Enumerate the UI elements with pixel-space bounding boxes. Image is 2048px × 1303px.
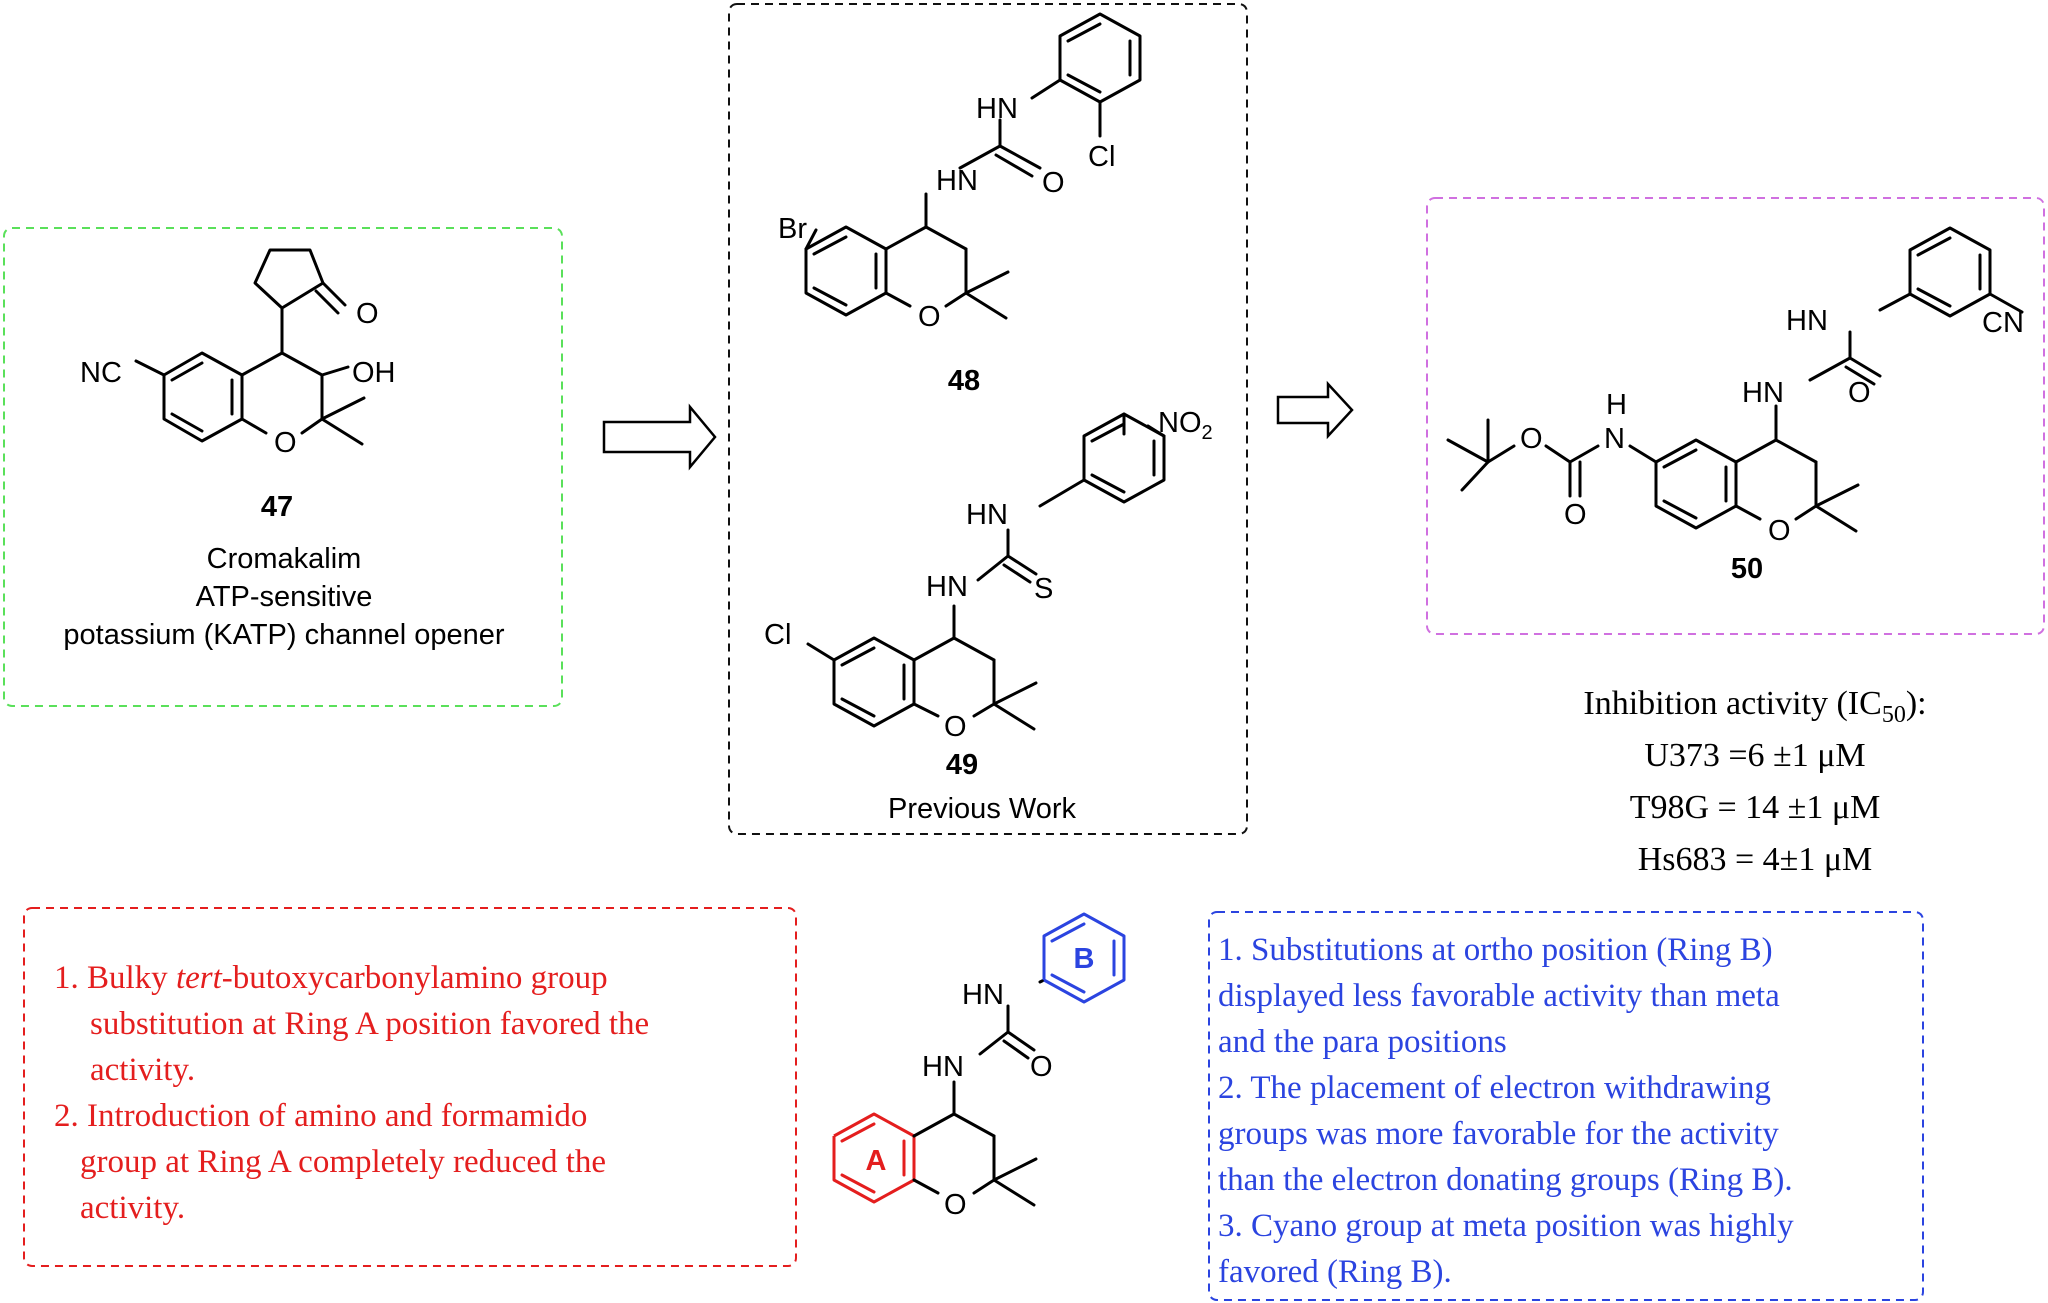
- ring-b-label: B: [1074, 943, 1095, 975]
- atom-cn-50: CN: [1982, 307, 2024, 339]
- blue-note-line4: 2. The placement of electron withdrawing: [1218, 1070, 1771, 1106]
- atom-nc-47: NC: [80, 357, 122, 389]
- ring-b: [1042, 912, 1126, 1004]
- blue-note-line3: and the para positions: [1218, 1024, 1507, 1060]
- atom-h-50: H: [1606, 389, 1627, 421]
- atom-hn-bottom-50: HN: [1742, 377, 1784, 409]
- atom-o-ring-scaffold: O: [944, 1189, 967, 1221]
- compound-47-desc-line1: ATP-sensitive: [196, 581, 373, 613]
- inhibition-u373: U373 =6 ±1 μM: [1644, 737, 1865, 774]
- atom-s-49: S: [1034, 573, 1053, 605]
- red-dashed-box: [23, 907, 797, 1267]
- green-dashed-box: [3, 227, 563, 707]
- atom-o-carbonyl-50: O: [1564, 499, 1587, 531]
- blue-note-line6: than the electron donating groups (Ring …: [1218, 1162, 1793, 1198]
- atom-o-urea-50: O: [1848, 377, 1871, 409]
- red-note-2-line1: 2. Introduction of amino and formamido: [54, 1098, 587, 1134]
- compound-47-desc-line2: potassium (KATP) channel opener: [63, 619, 504, 651]
- red-note-1-line1: 1. Bulky tert-butoxycarbonylamino group: [54, 960, 608, 996]
- atom-o-ring-50: O: [1768, 515, 1791, 547]
- blue-notes: 1. Substitutions at ortho position (Ring…: [1218, 932, 1794, 1290]
- atom-cl-49: Cl: [764, 619, 791, 651]
- atom-br-48: Br: [778, 213, 807, 245]
- atom-cl-48: Cl: [1088, 141, 1115, 173]
- ring-a-label: A: [866, 1145, 887, 1177]
- atom-oh-47: OH: [352, 357, 396, 389]
- atom-hn-top-50: HN: [1786, 305, 1828, 337]
- sar-scaffold-structure: [832, 912, 1126, 1207]
- atom-hn-top-49: HN: [966, 499, 1008, 531]
- compound-48-structure: [804, 12, 1142, 320]
- compound-47-name: Cromakalim: [207, 543, 362, 575]
- blue-note-line2: displayed less favorable activity than m…: [1218, 978, 1780, 1014]
- atom-hn-bottom-49: HN: [926, 571, 968, 603]
- red-notes: 1. Bulky tert-butoxycarbonylamino group …: [54, 960, 649, 1226]
- atom-hn-bottom-scaffold: HN: [922, 1051, 964, 1083]
- atom-o-ring-48: O: [918, 301, 941, 333]
- red-note-1-italic: tert: [176, 960, 223, 996]
- inhibition-title: Inhibition activity (IC50):: [1583, 685, 1926, 728]
- atom-o-ketone-47: O: [356, 298, 379, 330]
- inhibition-title-suffix: ):: [1906, 685, 1927, 722]
- compound-50-number: 50: [1731, 553, 1763, 585]
- compound-47-structure: [134, 248, 366, 446]
- atom-o-ester-50: O: [1520, 423, 1543, 455]
- atom-no2-subscript: 2: [1202, 422, 1213, 444]
- red-note-2-line3: activity.: [80, 1190, 185, 1226]
- atom-hn-top-scaffold: HN: [962, 979, 1004, 1011]
- arrow-right-1: [602, 403, 717, 471]
- atom-hn-bottom-48: HN: [936, 165, 978, 197]
- arrow-right-2: [1276, 380, 1354, 440]
- compound-48-number: 48: [948, 365, 980, 397]
- atom-o-ring-49: O: [944, 711, 967, 743]
- blue-note-line1: 1. Substitutions at ortho position (Ring…: [1218, 932, 1773, 968]
- compound-50-structure: [1446, 226, 2024, 533]
- compound-49-structure: [806, 412, 1166, 731]
- red-note-1-prefix: 1. Bulky: [54, 960, 176, 996]
- blue-dashed-box: [1208, 911, 1924, 1301]
- red-note-1-line2: substitution at Ring A position favored …: [90, 1006, 649, 1042]
- atom-o-carbonyl-48: O: [1042, 167, 1065, 199]
- atom-no2-main: NO: [1158, 407, 1202, 439]
- inhibition-t98g: T98G = 14 ±1 μM: [1630, 789, 1881, 826]
- atom-o-urea-scaffold: O: [1030, 1051, 1053, 1083]
- atom-hn-top-48: HN: [976, 93, 1018, 125]
- magenta-dashed-box: [1426, 197, 2045, 635]
- blue-note-line8: favored (Ring B).: [1218, 1254, 1452, 1290]
- compound-49-number: 49: [946, 749, 978, 781]
- atom-o-ring-47: O: [274, 427, 297, 459]
- inhibition-title-prefix: Inhibition activity (IC: [1583, 685, 1881, 722]
- blue-note-line7: 3. Cyano group at meta position was high…: [1218, 1208, 1794, 1244]
- red-note-1-line3: activity.: [90, 1052, 195, 1088]
- atom-no2-49: NO2: [1158, 407, 1213, 444]
- red-note-2-line2: group at Ring A completely reduced the: [80, 1144, 606, 1180]
- red-note-1-rest: -butoxycarbonylamino group: [222, 960, 608, 996]
- compound-47-number: 47: [261, 491, 293, 523]
- previous-work-label: Previous Work: [888, 793, 1077, 825]
- blue-note-line5: groups was more favorable for the activi…: [1218, 1116, 1779, 1152]
- atom-n-50: N: [1604, 423, 1625, 455]
- inhibition-hs683: Hs683 = 4±1 μM: [1638, 841, 1873, 878]
- inhibition-title-subscript: 50: [1882, 702, 1906, 728]
